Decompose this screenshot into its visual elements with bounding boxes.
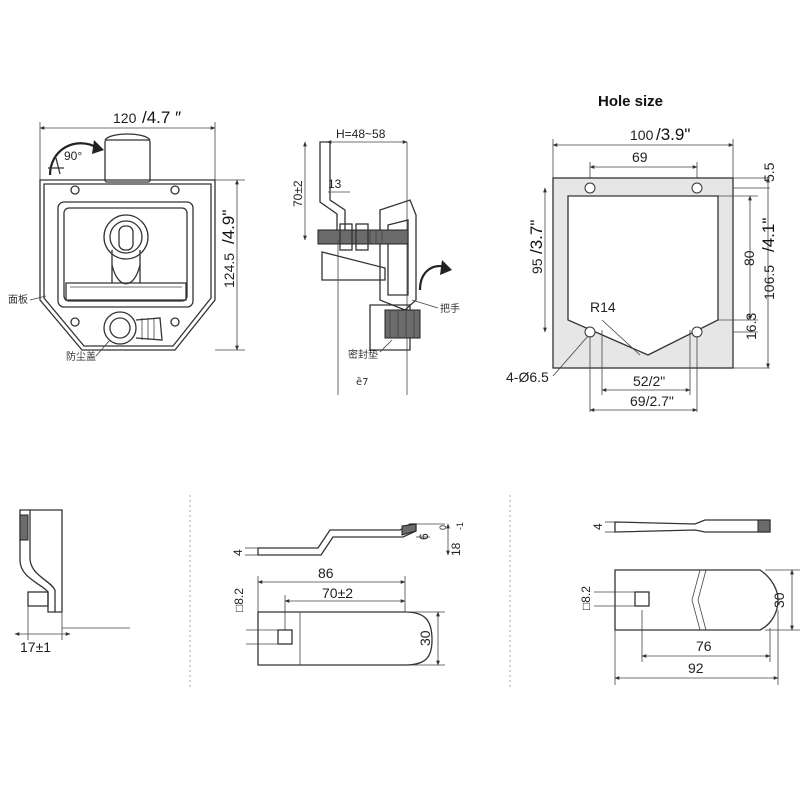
side-h-range: H=48~58 [336, 127, 386, 141]
hole-size-view: Hole size 100 /3.9" 69 R14 5.5 95 /3.7" [506, 93, 778, 412]
panel-label: 面板 [8, 293, 28, 306]
side-offset: 13 [328, 177, 342, 191]
e7-label: ȅ7 [356, 376, 369, 388]
right-thickness: 4 [591, 523, 605, 530]
front-width-mm: 120 [113, 110, 137, 126]
flat-bar-view: 4 □8.2 30 76 92 [579, 519, 800, 685]
mid-thickness: 4 [231, 549, 245, 556]
hole-width-mm: 100 [630, 127, 654, 143]
hole-inner-height: 80 [741, 250, 757, 266]
mid-tol-upper: 0 [438, 525, 448, 530]
hole-inner-width: 69 [632, 149, 648, 165]
right-width: 30 [771, 592, 787, 608]
hole-outer-height-mm: 106.5 [761, 265, 777, 300]
hole-bottom-width: 52/2" [633, 373, 665, 389]
right-square: □8.2 [579, 586, 593, 610]
mid-length: 86 [318, 565, 334, 581]
mid-square: □8.2 [232, 588, 246, 612]
front-view: 120 /4.7 ″ 90° [8, 108, 245, 363]
hole-width-in: /3.9" [656, 125, 690, 144]
mid-offset-top: 6 [417, 533, 431, 540]
hole-size-title: Hole size [598, 93, 663, 110]
right-length: 92 [688, 660, 704, 676]
dustproof-label: 防尘盖 [66, 350, 96, 363]
right-slot-length: 76 [696, 638, 712, 654]
seal-label: 密封垫 [348, 348, 378, 361]
hole-height-in: /3.7" [527, 220, 546, 254]
bracket-side-view: 17±1 [14, 509, 130, 655]
mid-total-height: 18 [449, 542, 463, 556]
front-width-in: /4.7 ″ [142, 108, 181, 127]
mid-tol-lower: -1 [455, 522, 465, 530]
cam-bar-view: 4 6 18 0 -1 86 70±2 □8.2 30 [231, 522, 465, 666]
handle-label: 把手 [440, 302, 460, 315]
hole-outer-height-in: /4.1" [759, 218, 778, 252]
cutout-shape [567, 195, 719, 356]
front-height-mm: 124.5 [221, 253, 237, 288]
mid-slot-length: 70±2 [322, 585, 353, 601]
side-height: 70±2 [291, 180, 305, 207]
hole-spacing: 69/2.7" [630, 393, 674, 409]
mid-width: 30 [417, 630, 433, 646]
hole-height-mm: 95 [529, 258, 545, 274]
hole-radius: R14 [590, 299, 616, 315]
front-rotation: 90° [64, 149, 82, 163]
hole-bottom-offset: 16.3 [743, 313, 759, 340]
bracket-dim: 17±1 [20, 639, 51, 655]
rotation-arrowhead-icon [92, 140, 104, 154]
front-height-in: /4.9" [219, 210, 238, 244]
side-view: H=48~58 70±2 13 把手 密封垫 ȅ7 [291, 127, 460, 395]
hole-count-dia: 4-Ø6.5 [506, 369, 549, 385]
hole-top-offset: 5.5 [761, 162, 777, 182]
